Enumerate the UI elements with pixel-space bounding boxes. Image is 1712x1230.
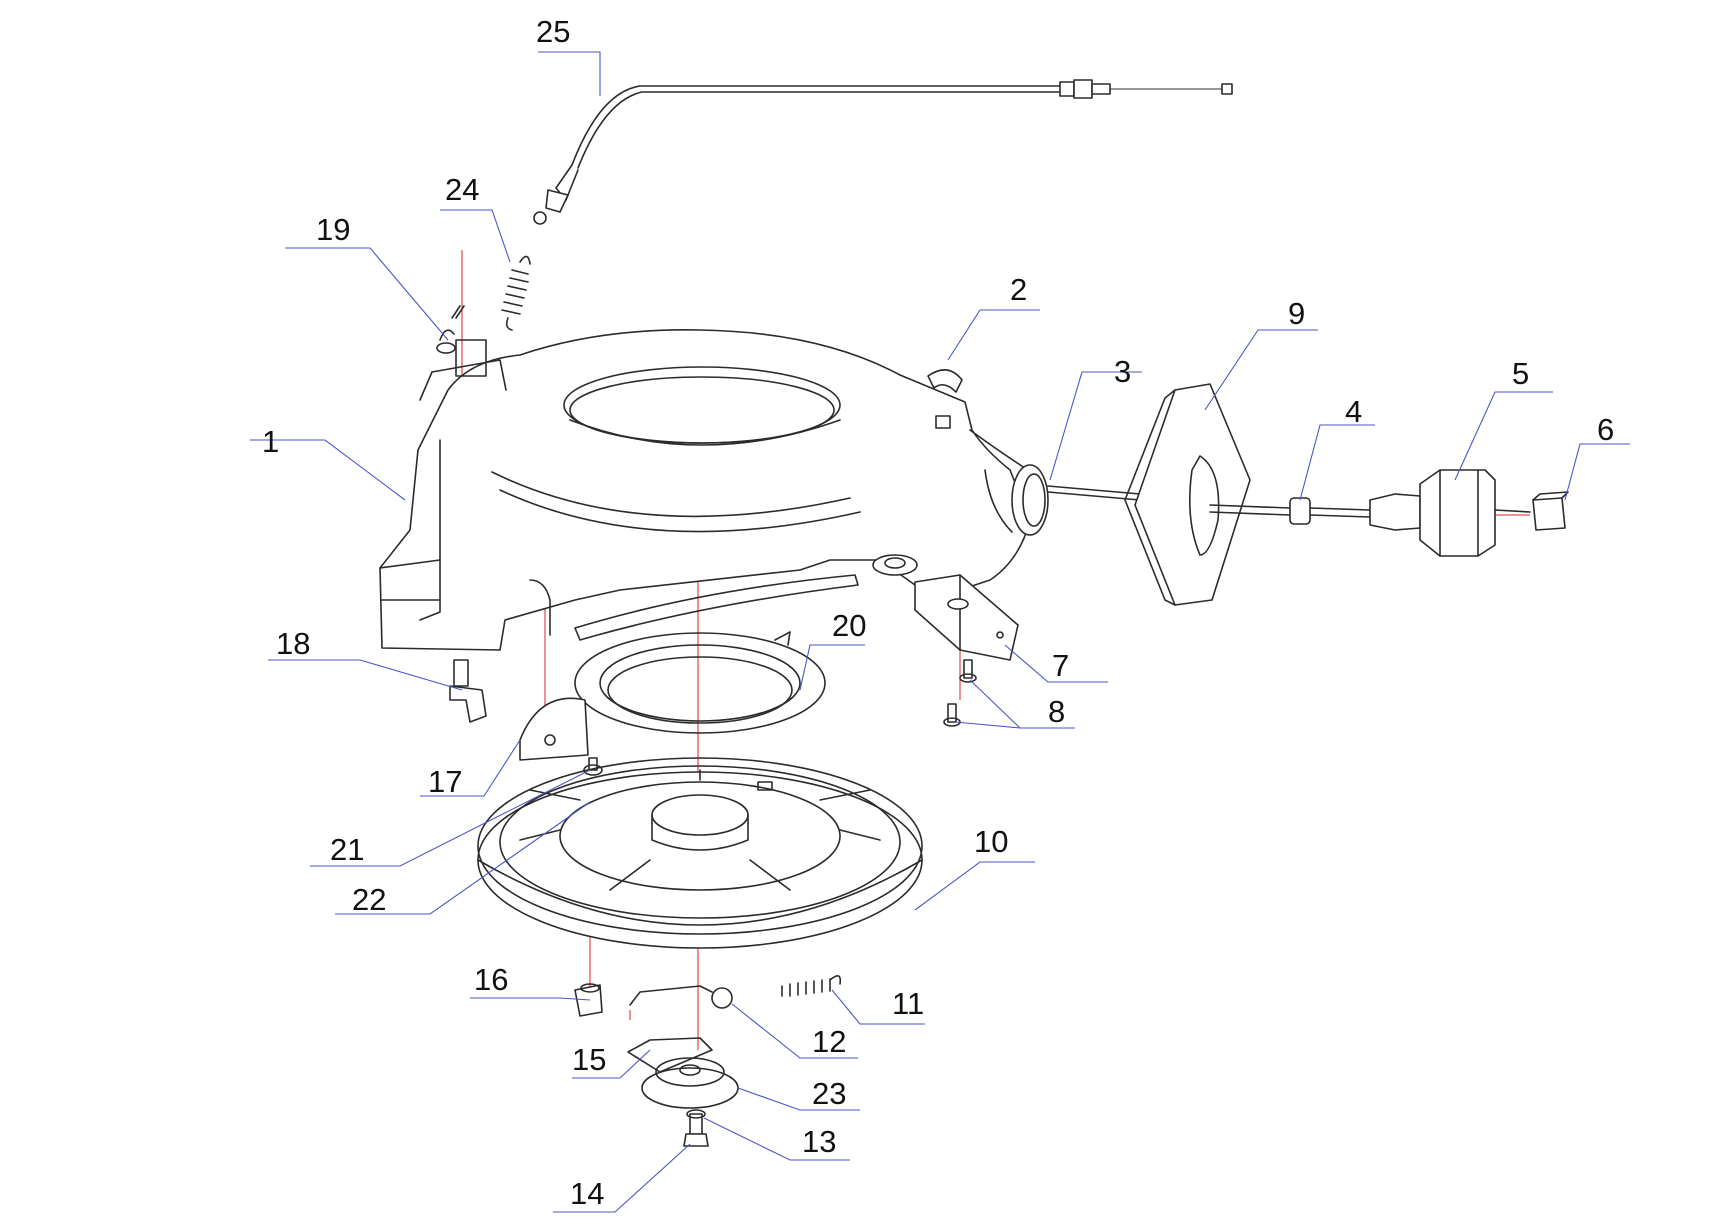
callout-19: 19 <box>316 212 350 247</box>
callout-7: 7 <box>1052 648 1069 683</box>
pawl <box>449 659 487 723</box>
throttle-cable <box>533 79 1233 225</box>
friction-plate <box>641 1057 739 1109</box>
callout-3: 3 <box>1114 354 1131 389</box>
friction-spring <box>627 1037 713 1073</box>
callout-13: 13 <box>802 1124 836 1159</box>
handle-cap <box>1532 491 1569 531</box>
rope-guide-plate <box>1124 383 1291 606</box>
screws <box>943 659 977 727</box>
retainer-clip <box>436 305 465 354</box>
callout-18: 18 <box>276 626 310 661</box>
callout-8: 8 <box>1048 694 1065 729</box>
starter-handle <box>1369 469 1531 557</box>
pawl-pivot <box>574 983 603 1017</box>
rope-pulley <box>477 757 923 949</box>
mounting-foot <box>914 574 1019 661</box>
callout-2: 2 <box>1010 272 1027 307</box>
callout-15: 15 <box>572 1042 606 1077</box>
callout-24: 24 <box>445 172 479 207</box>
callout-21: 21 <box>330 832 364 867</box>
callout-25: 25 <box>536 14 570 49</box>
callout-4: 4 <box>1345 394 1362 429</box>
rope-bushing <box>1289 497 1371 525</box>
link-arm <box>629 985 733 1009</box>
leader-lines <box>250 51 1630 1213</box>
callout-12: 12 <box>812 1024 846 1059</box>
callout-14: 14 <box>570 1176 604 1211</box>
callout-11: 11 <box>892 986 924 1021</box>
cable-clip <box>927 369 963 429</box>
callout-20: 20 <box>832 608 866 643</box>
starter-housing <box>379 329 1049 651</box>
center-bolt <box>683 1109 709 1147</box>
callout-17: 17 <box>428 764 462 799</box>
recoil-spring <box>574 631 826 734</box>
callout-6: 6 <box>1597 412 1614 447</box>
callout-1: 1 <box>262 424 279 459</box>
callout-23: 23 <box>812 1076 846 1111</box>
callout-22: 22 <box>352 882 386 917</box>
callout-numbers: 25 24 19 1 2 3 9 4 5 6 7 8 20 18 17 21 2… <box>262 14 1614 1211</box>
callout-16: 16 <box>474 962 508 997</box>
throttle-spring <box>501 255 531 331</box>
callout-9: 9 <box>1288 296 1305 331</box>
callout-10: 10 <box>974 824 1008 859</box>
pawl-plate <box>519 697 589 761</box>
tension-spring <box>781 975 842 997</box>
callout-5: 5 <box>1512 356 1529 391</box>
